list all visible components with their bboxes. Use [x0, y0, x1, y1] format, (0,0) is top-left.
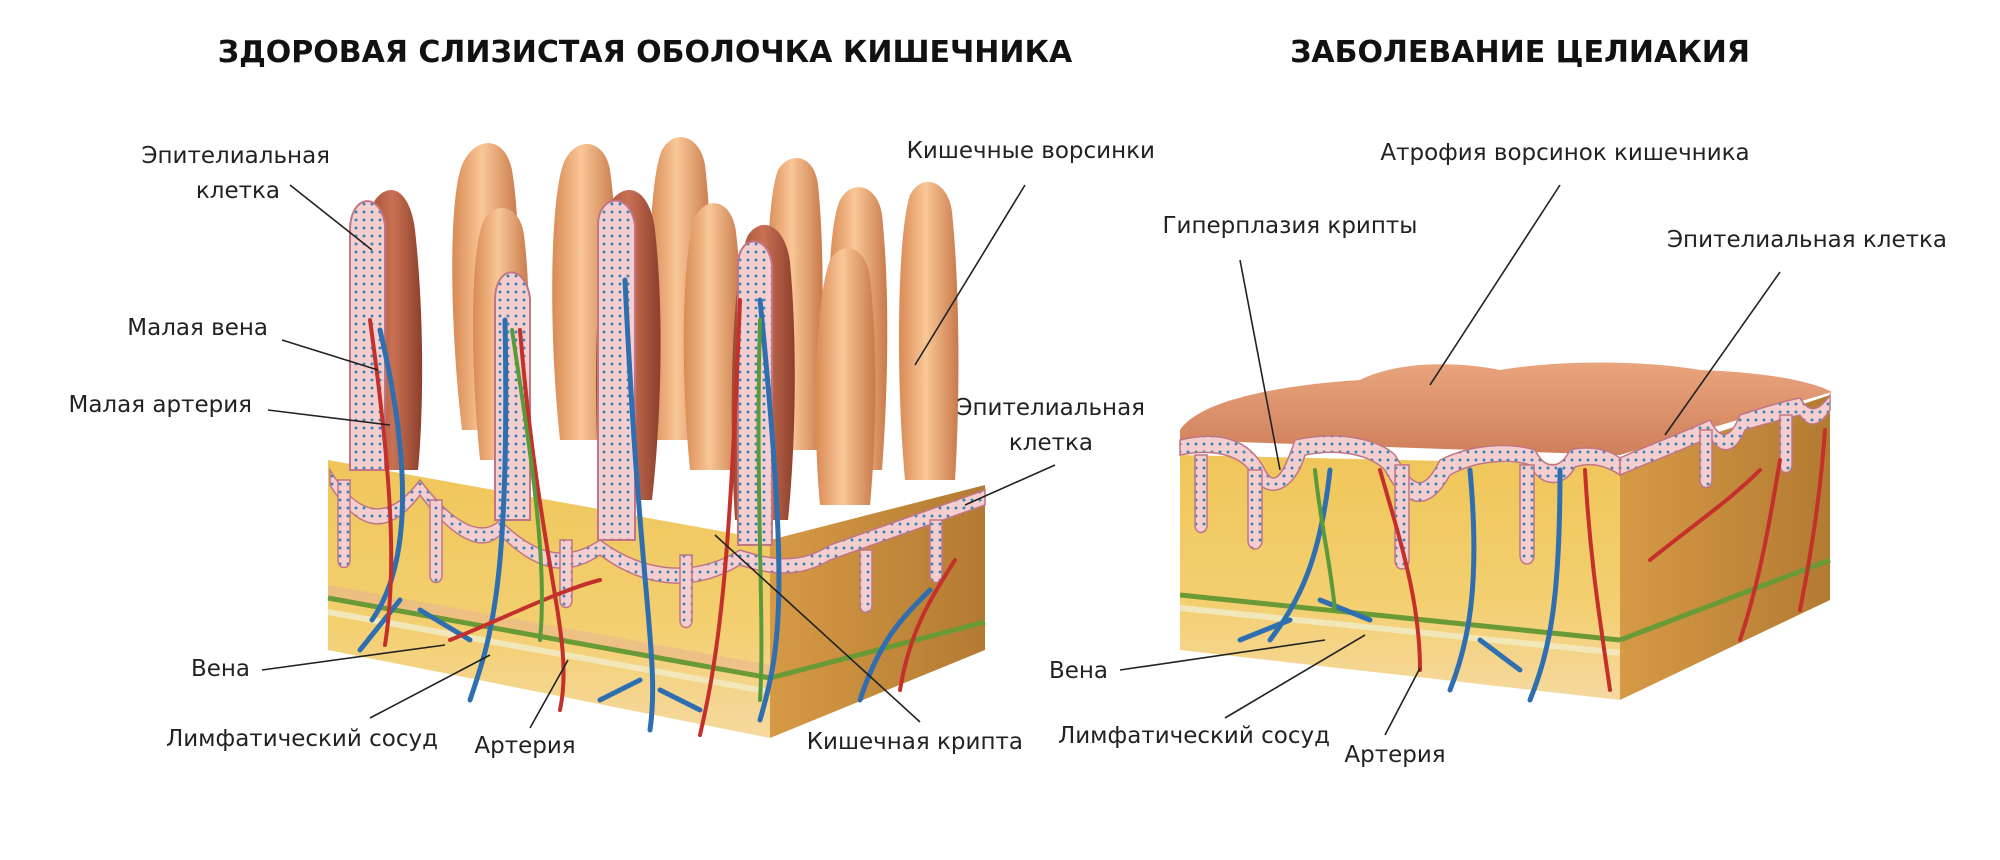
- label-disease-lymphatic: Лимфатический сосуд: [1058, 723, 1330, 749]
- disease-labels: Атрофия ворсинок кишечника Гиперплазия к…: [1049, 140, 1947, 768]
- leader-epithelial-cell-left: [289, 184, 373, 251]
- leader-intestinal-villi: [914, 184, 1026, 366]
- label-epithelial-cell-right-line1: Эпителиальная: [956, 395, 1145, 421]
- label-epithelial-cell-left-line2: клетка: [196, 178, 280, 204]
- leader-crypt-hyperplasia: [1239, 259, 1281, 471]
- label-small-vein: Малая вена: [127, 315, 268, 341]
- label-epithelial-cell-right-line2: клетка: [1009, 430, 1093, 456]
- leader-villous-atrophy: [1429, 184, 1561, 386]
- label-disease-vein: Вена: [1049, 658, 1108, 684]
- healthy-mucosa-illustration: [327, 137, 986, 738]
- leader-vein: [261, 644, 446, 671]
- leader-intestinal-crypt: [714, 534, 921, 723]
- leader-disease-vein: [1119, 639, 1326, 671]
- leader-small-artery: [267, 409, 391, 426]
- leader-disease-artery: [1384, 667, 1421, 736]
- leader-epithelial-cell: [1664, 271, 1781, 436]
- label-crypt-hyperplasia: Гиперплазия крипты: [1163, 213, 1418, 239]
- leader-small-vein: [281, 339, 379, 371]
- leader-disease-lymphatic: [1224, 634, 1366, 719]
- disease-title: ЗАБОЛЕВАНИЕ ЦЕЛИАКИЯ: [1290, 35, 1750, 70]
- label-epithelial-cell: Эпителиальная клетка: [1667, 227, 1947, 253]
- label-intestinal-crypt: Кишечная крипта: [807, 729, 1023, 755]
- label-small-artery: Малая артерия: [68, 392, 252, 418]
- label-vein: Вена: [191, 656, 250, 682]
- healthy-title: ЗДОРОВАЯ СЛИЗИСТАЯ ОБОЛОЧКА КИШЕЧНИКА: [218, 35, 1073, 70]
- leader-lymphatic-vessel: [369, 654, 491, 719]
- label-intestinal-villi: Кишечные ворсинки: [907, 138, 1155, 164]
- label-epithelial-cell-left-line1: Эпителиальная: [141, 143, 330, 169]
- label-disease-artery: Артерия: [1344, 742, 1445, 768]
- leader-artery: [529, 659, 569, 729]
- healthy-labels: Эпителиальная клетка Малая вена Малая ар…: [68, 138, 1155, 759]
- leader-epithelial-cell-right: [964, 464, 1056, 506]
- celiac-mucosa-illustration: [1179, 362, 1832, 703]
- label-lymphatic-vessel: Лимфатический сосуд: [166, 726, 438, 752]
- label-villous-atrophy: Атрофия ворсинок кишечника: [1380, 140, 1749, 166]
- label-artery: Артерия: [474, 733, 575, 759]
